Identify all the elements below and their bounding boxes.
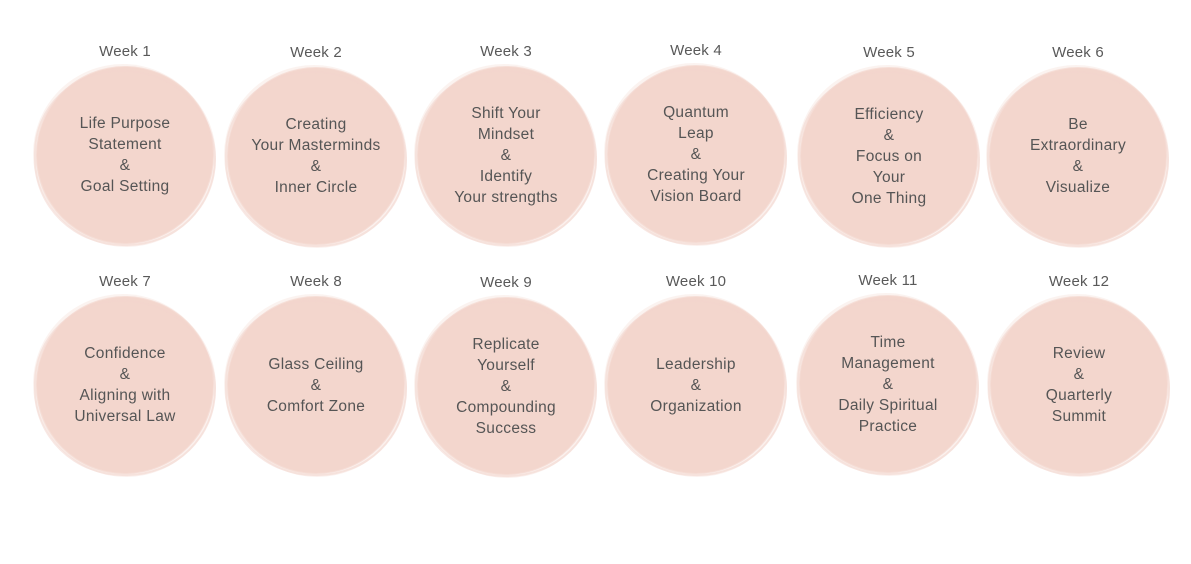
week-title: Week 8 [290,273,342,290]
week-title: Week 4 [670,42,722,59]
week-title: Week 2 [290,44,342,61]
week-circle: Efficiency & Focus on Your One Thing [798,68,980,247]
week-topic: Efficiency & Focus on Your One Thing [851,105,927,207]
week-title: Week 5 [863,44,915,61]
week-topic: Shift Your Mindset & Identify Your stren… [454,104,558,206]
week-title: Week 3 [480,43,532,60]
week-topic: Quantum Leap & Creating Your Vision Boar… [647,103,745,205]
week-topic: Confidence & Aligning with Universal Law [74,345,176,425]
week-title: Week 1 [99,43,151,60]
week-circle: Life Purpose Statement & Goal Setting [34,67,216,246]
week-title: Week 7 [99,273,151,290]
week-circle: Time Management & Daily Spiritual Practi… [797,296,979,475]
week-circle: Creating Your Masterminds & Inner Circle [225,68,407,247]
week-title: Week 10 [665,273,727,290]
week-topic: Life Purpose Statement & Goal Setting [79,115,171,195]
week-topic: Creating Your Masterminds & Inner Circle [251,116,381,196]
week-circle: Leadership & Organization [605,297,787,476]
week-circle: Glass Ceiling & Comfort Zone [225,297,407,476]
week-topic: Glass Ceiling & Comfort Zone [266,355,366,415]
week-topic: Review & Quarterly Summit [1045,345,1113,425]
week-circle: Shift Your Mindset & Identify Your stren… [415,67,597,246]
week-topic: Leadership & Organization [650,355,742,415]
week-circle: Replicate Yourself & Compounding Success [415,298,597,477]
week-topic: Replicate Yourself & Compounding Success [456,335,556,437]
week-circle: Be Extraordinary & Visualize [987,68,1169,247]
week-circle: Confidence & Aligning with Universal Law [34,297,216,476]
week-topic: Time Management & Daily Spiritual Practi… [838,333,938,435]
week-title: Week 6 [1052,44,1104,61]
week-topic: Be Extraordinary & Visualize [1029,116,1127,196]
week-title: Week 12 [1048,273,1110,290]
week-circle: Review & Quarterly Summit [988,297,1170,476]
week-title: Week 11 [858,272,918,289]
week-circle: Quantum Leap & Creating Your Vision Boar… [605,66,787,245]
week-title: Week 9 [480,274,532,291]
